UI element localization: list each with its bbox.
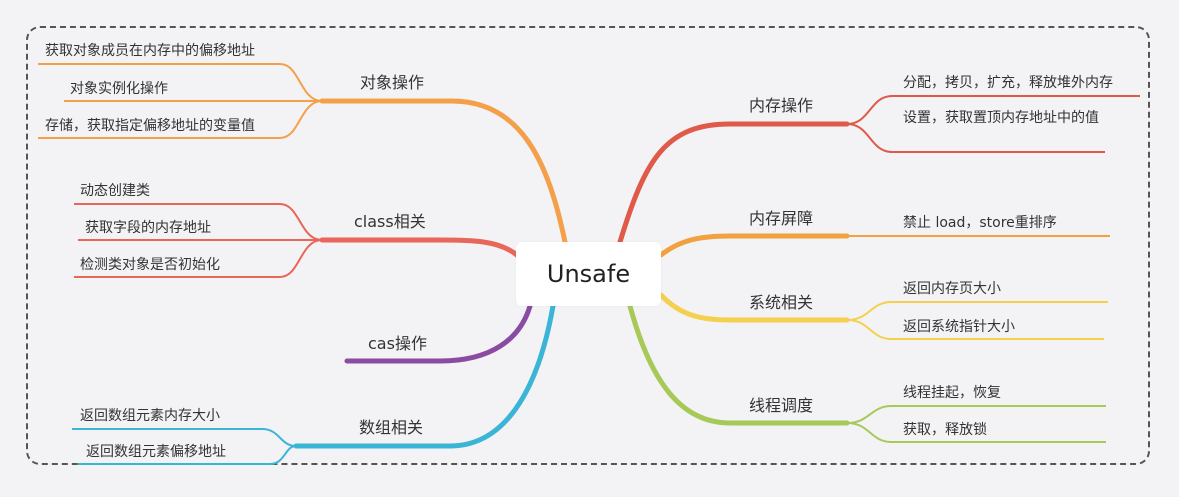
leaf-node[interactable]: 检测类对象是否初始化 (80, 257, 220, 273)
leaf-node[interactable]: 获取对象成员在内存中的偏移地址 (45, 43, 255, 59)
branch-object-ops[interactable]: 对象操作 (360, 73, 425, 92)
link-cls (319, 237, 521, 259)
link-cas (344, 303, 533, 364)
leaf-node[interactable]: 动态创建类 (80, 183, 150, 199)
leaf-node[interactable]: 获取字段的内存地址 (85, 220, 211, 236)
leaf-link-mem-2 (846, 123, 1105, 153)
leaf-link-cls-1 (74, 203, 323, 241)
leaf-link-mem-1 (846, 95, 1140, 125)
branch-system[interactable]: 系统相关 (749, 293, 814, 312)
branch-cas[interactable]: cas操作 (368, 334, 427, 353)
leaf-link-arr-2 (78, 445, 297, 465)
leaf-link-sys-2 (846, 319, 1104, 340)
leaf-node[interactable]: 对象实例化操作 (70, 81, 168, 97)
link-arr (293, 303, 556, 449)
link-mem (617, 121, 850, 245)
branch-memory-barrier[interactable]: 内存屏障 (749, 209, 814, 228)
link-bar (658, 233, 850, 258)
leaf-link-thr-1 (846, 405, 1106, 424)
leaf-link-obj-3 (38, 100, 323, 139)
leaf-node[interactable]: 分配，拷贝，扩充，释放堆外内存 (903, 75, 1113, 91)
branch-memory-ops[interactable]: 内存操作 (749, 96, 814, 115)
leaf-node[interactable]: 获取，释放锁 (903, 422, 987, 438)
mindmap-frame (26, 26, 1150, 465)
leaf-node[interactable]: 返回数组元素偏移地址 (86, 444, 226, 460)
leaf-node[interactable]: 线程挂起，恢复 (903, 385, 1001, 401)
leaf-node[interactable]: 返回内存页大小 (903, 281, 1001, 297)
link-thr (627, 303, 850, 426)
link-sys (658, 292, 850, 323)
leaf-link-arr-1 (72, 428, 297, 447)
branch-thread[interactable]: 线程调度 (749, 396, 814, 415)
leaf-node[interactable]: 禁止 load，store重排序 (903, 215, 1057, 231)
leaf-node[interactable]: 存储，获取指定偏移地址的变量值 (45, 118, 255, 134)
root-node-unsafe[interactable]: Unsafe (516, 242, 661, 306)
leaf-link-obj-1 (38, 63, 323, 102)
branch-class[interactable]: class相关 (354, 212, 426, 231)
leaf-node[interactable]: 返回系统指针大小 (903, 319, 1015, 335)
leaf-node[interactable]: 返回数组元素内存大小 (80, 408, 220, 424)
leaf-node[interactable]: 设置，获取置顶内存地址中的值 (903, 110, 1099, 126)
leaf-link-sys-1 (846, 301, 1108, 321)
link-obj (319, 98, 568, 245)
leaf-link-cls-3 (74, 239, 323, 278)
leaf-link-thr-2 (846, 422, 1106, 443)
branch-array[interactable]: 数组相关 (359, 418, 424, 437)
